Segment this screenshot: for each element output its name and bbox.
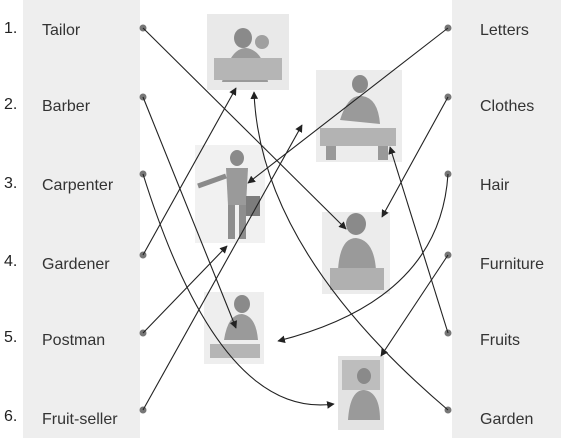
gardener-picture: [204, 292, 264, 364]
woman-sewing-picture: [207, 14, 289, 90]
barber-shop-picture: [338, 356, 384, 430]
right-anchor-dots: [445, 25, 452, 414]
seated-vendor-picture: [322, 212, 390, 294]
connector-fruits: [390, 147, 448, 333]
left-anchor-dots: [140, 25, 147, 414]
connector-furniture: [381, 255, 448, 356]
man-carving-picture: [316, 70, 402, 162]
postman-picture: [195, 145, 265, 243]
